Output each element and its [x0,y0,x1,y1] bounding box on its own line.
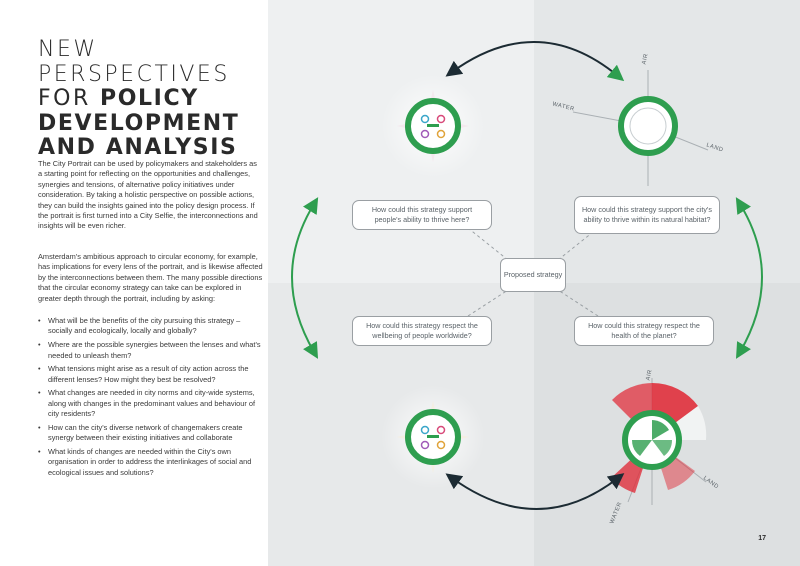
page-number: 17 [758,535,766,542]
list-item: What will be the benefits of the city pu… [38,316,263,337]
intro-paragraph: The City Portrait can be used by policym… [38,159,258,231]
arrow-bottom [445,473,625,510]
portrait-center-label [427,435,439,438]
list-item: How can the city's diverse network of ch… [38,423,263,444]
social-foundation-wedge [652,440,672,456]
question-box-top-left: How could this strategy support people's… [352,200,492,230]
portrait-top-right [572,70,709,186]
lens-icon [420,129,430,139]
arrow-left [291,197,319,359]
title-line-4: DEVELOPMENT [38,110,240,136]
page-title: NEW PERSPECTIVES FOR POLICY DEVELOPMENT … [38,37,268,161]
list-item: What changes are needed in city norms an… [38,388,263,419]
title-line-3-prefix: FOR [38,86,91,111]
question-list: What will be the benefits of the city pu… [38,316,263,481]
question-box-bottom-left: How could this strategy respect the well… [352,316,492,346]
portrait-inner-ring [629,107,667,145]
lens-icon [436,129,446,139]
arrow-top [445,41,625,82]
lens-icon [420,425,430,435]
list-item: What tensions might arise as a result of… [38,364,263,385]
portrait-bottom-right [611,378,707,505]
portrait-center-label [427,124,439,127]
arrow-right [735,197,763,359]
lens-icon [436,425,446,435]
title-line-3-bold: POLICY [100,86,199,111]
portrait-bottom-left [381,385,485,489]
connector-top-left [467,227,509,261]
question-box-top-right: How could this strategy support the city… [574,196,720,234]
portrait-ring [618,96,678,156]
connector-bottom-left [467,289,509,317]
lens-icon [436,440,446,450]
lens-icon [420,440,430,450]
title-line-5: AND ANALYSIS [38,135,238,160]
portrait-top-left [381,74,485,178]
list-item: What kinds of changes are needed within … [38,447,263,478]
diagram-svg [291,41,763,510]
title-line-1: NEW [38,37,98,62]
example-paragraph: Amsterdam's ambitious approach to circul… [38,252,263,303]
proposed-strategy-box: Proposed strategy [500,258,566,292]
lens-icon [436,114,446,124]
lens-icon [420,114,430,124]
left-text-column: NEW PERSPECTIVES FOR POLICY DEVELOPMENT … [0,0,268,566]
title-line-2: PERSPECTIVES [38,61,230,87]
list-item: Where are the possible synergies between… [38,340,263,361]
question-box-bottom-right: How could this strategy respect the heal… [574,316,714,346]
connector-bottom-right [557,289,599,317]
social-foundation-wedge [632,440,652,456]
title-line-3: FOR POLICY [38,86,268,112]
social-foundation-wedge [652,420,669,440]
